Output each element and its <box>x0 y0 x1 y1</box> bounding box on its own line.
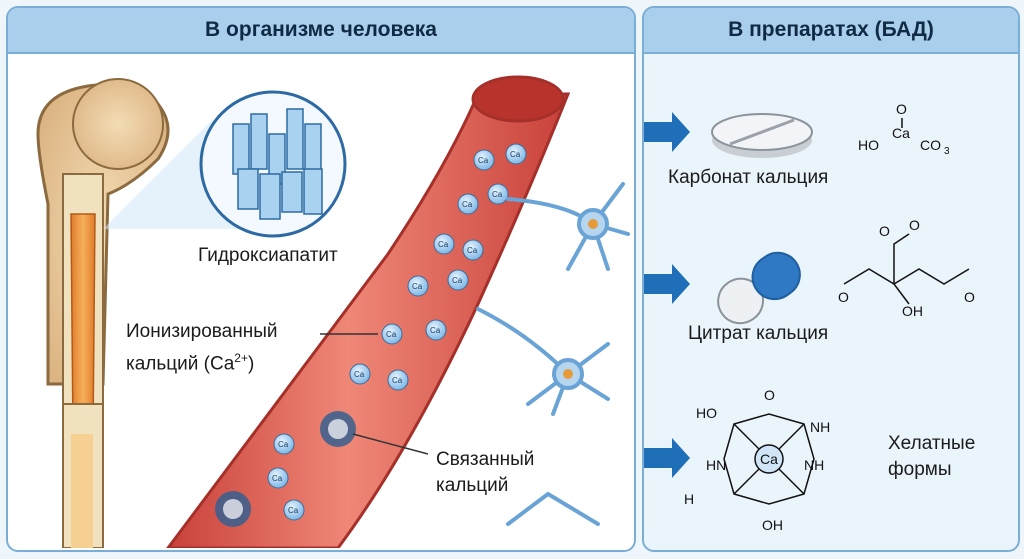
svg-text:Ca: Ca <box>892 125 910 141</box>
calcium-carbonate-label: Карбонат кальция <box>668 167 829 188</box>
ionized-sup: 2+ <box>234 351 248 365</box>
svg-text:Ca: Ca <box>760 451 778 467</box>
neuron-nucleus <box>563 369 573 379</box>
body-illustration: Ca Ca Ca Ca Ca Ca Ca Ca Ca Ca Ca Ca Ca C… <box>36 75 630 548</box>
right-panel-body: O HO Ca CO 3 O O O O OH <box>644 54 1018 550</box>
svg-text:Ca: Ca <box>272 474 283 483</box>
ca-ion: Ca <box>273 433 295 455</box>
supplements-illustration: O HO Ca CO 3 O O O O OH <box>644 101 975 533</box>
chelate-formula <box>723 413 815 505</box>
femur-bone <box>36 78 170 548</box>
right-panel-title: В препаратах (БАД) <box>644 8 1018 54</box>
arrow-icon <box>644 112 690 152</box>
ca-ion: Ca <box>381 323 403 345</box>
carbonate-formula: O HO Ca CO 3 <box>858 101 950 157</box>
svg-text:HO: HO <box>858 137 879 153</box>
calcium-ions: Ca Ca Ca Ca Ca Ca Ca Ca Ca Ca Ca Ca Ca C… <box>267 143 527 521</box>
neurons <box>476 182 630 526</box>
ca-ion: Ca <box>487 183 509 205</box>
hydroxyapatite-label: Гидроксиапатит <box>198 245 338 266</box>
left-panel-title: В организме человека <box>8 8 634 54</box>
tablet-icon <box>711 113 813 158</box>
ca-ion: Ca <box>387 369 409 391</box>
svg-text:O: O <box>764 387 775 403</box>
citrate-labels: O O O O OH <box>838 217 975 319</box>
ca-ion: Ca <box>447 269 469 291</box>
ionized-calcium-label-line2: кальций (Ca2+) <box>126 346 254 376</box>
svg-text:Ca: Ca <box>278 440 289 449</box>
ca-ion: Ca <box>457 193 479 215</box>
svg-text:Ca: Ca <box>478 156 489 165</box>
arrow-icon <box>644 264 690 304</box>
svg-text:Ca: Ca <box>452 276 463 285</box>
neuron-nucleus <box>588 219 598 229</box>
ca-ion: Ca <box>473 149 495 171</box>
citrate-formula <box>843 233 970 305</box>
ionized-calcium-label-line1: Ионизированный <box>126 321 278 342</box>
capsule-icon <box>717 251 801 325</box>
svg-text:Ca: Ca <box>438 240 449 249</box>
svg-text:CO: CO <box>920 137 941 153</box>
svg-text:Ca: Ca <box>430 326 441 335</box>
svg-text:O: O <box>909 217 920 233</box>
svg-text:NH: NH <box>810 419 830 435</box>
calcium-citrate-label: Цитрат кальция <box>688 323 829 344</box>
chelate-forms-label-line1: Хелатные <box>888 433 976 454</box>
ca-ion: Ca <box>433 233 455 255</box>
svg-text:OH: OH <box>762 517 783 533</box>
svg-text:Ca: Ca <box>354 370 365 379</box>
svg-text:Ca: Ca <box>412 282 423 291</box>
arrows <box>644 112 690 478</box>
human-body-panel: В организме человека <box>6 6 636 552</box>
ca-ion: Ca <box>283 499 305 521</box>
svg-text:HN: HN <box>706 457 726 473</box>
svg-text:Ca: Ca <box>467 246 478 255</box>
ca-ion: Ca <box>462 239 484 261</box>
bound-calcium-label-line2: кальций <box>436 475 509 496</box>
pointer-line <box>352 433 429 455</box>
chelate-forms-label-line2: формы <box>888 459 952 480</box>
svg-text:Ca: Ca <box>510 150 521 159</box>
svg-text:HO: HO <box>696 405 717 421</box>
svg-text:O: O <box>838 289 849 305</box>
ca-ion: Ca <box>267 467 289 489</box>
svg-text:Ca: Ca <box>492 190 503 199</box>
svg-text:Ca: Ca <box>386 330 397 339</box>
svg-text:Ca: Ca <box>288 506 299 515</box>
svg-text:NH: NH <box>804 457 824 473</box>
svg-text:O: O <box>964 289 975 305</box>
bound-calcium-label-line1: Связанный <box>436 449 535 470</box>
svg-text:O: O <box>879 223 890 239</box>
svg-text:Ca: Ca <box>462 200 473 209</box>
svg-text:OH: OH <box>902 303 923 319</box>
svg-text:H: H <box>684 491 694 507</box>
left-panel-body: Ca Ca Ca Ca Ca Ca Ca Ca Ca Ca Ca Ca Ca C… <box>8 54 634 550</box>
ca-ion: Ca <box>349 363 371 385</box>
svg-text:O: O <box>896 101 907 117</box>
hydroxyapatite-magnifier <box>103 90 347 238</box>
supplements-panel: В препаратах (БАД) O <box>642 6 1020 552</box>
bound-calcium-proteins <box>215 411 356 527</box>
svg-text:3: 3 <box>944 146 950 157</box>
ca-ion: Ca <box>407 275 429 297</box>
chelate-labels: Ca HO O NH NH HN H OH <box>684 387 830 533</box>
ionized-close: ) <box>247 353 255 375</box>
arrow-icon <box>644 438 690 478</box>
svg-text:Ca: Ca <box>392 376 403 385</box>
ionized-text: кальций (Ca <box>126 353 235 375</box>
ca-ion: Ca <box>505 143 527 165</box>
ca-ion: Ca <box>425 319 447 341</box>
